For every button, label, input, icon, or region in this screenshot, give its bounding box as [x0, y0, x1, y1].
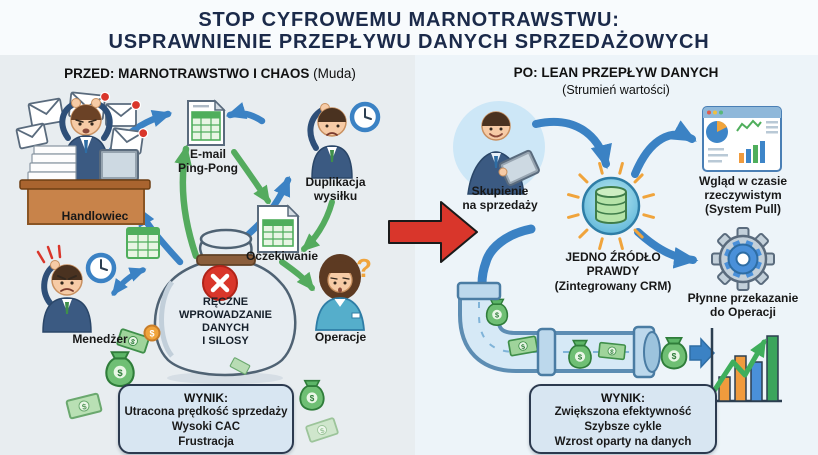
coin-icon: $ — [143, 324, 161, 342]
result-line: Wysoki CAC — [171, 421, 241, 433]
realtime-dashboard-icon — [702, 106, 782, 172]
manual-data-entry-sack-illustration — [153, 228, 297, 384]
label-focus: Skupienie na sprzedaży — [462, 184, 538, 212]
bar-chart-icon — [739, 141, 765, 163]
svg-text:$: $ — [610, 349, 615, 356]
section-header-before-bold: PRZED: MARNOTRAWSTWO I CHAOS — [64, 66, 310, 81]
money-bag-icon: $ — [568, 339, 592, 369]
section-header-before: PRZED: MARNOTRAWSTWO I CHAOS (Muda) — [10, 66, 410, 81]
svg-text:$: $ — [130, 337, 137, 347]
result-line: Utracona prędkość sprzedaży — [124, 406, 288, 418]
result-line: Wzrost oparty na danych — [554, 436, 692, 448]
section-header-after-bold: PO: LEAN PRZEPŁYW DANYCH — [513, 65, 719, 80]
section-header-after-note: (Strumień wartości) — [562, 83, 670, 97]
label-insight: Wgląd w czasie rzeczywistym (System Pull… — [698, 174, 788, 216]
money-bill-icon — [229, 357, 251, 375]
focused-salesperson-illustration — [453, 101, 545, 195]
section-header-before-note: (Muda) — [313, 66, 356, 81]
email-envelope-icon — [105, 99, 142, 127]
svg-text:$: $ — [117, 368, 123, 379]
svg-text:$: $ — [672, 351, 677, 361]
background-title-band — [0, 0, 818, 55]
money-bag-icon: $ — [105, 351, 135, 388]
paper-stack-icon — [27, 145, 77, 182]
title-line-2: USPRAWNIENIE PRZEPŁYWU DANYCH SPRZEDAŻOW… — [108, 31, 710, 53]
result-box-after-title: WYNIK: — [601, 391, 645, 405]
growth-chart-icon — [710, 328, 782, 403]
error-cross-badge — [202, 265, 238, 301]
label-manager: Menedżer — [72, 332, 128, 346]
clock-icon — [85, 252, 117, 284]
angry-manager-illustration — [36, 244, 117, 333]
label-handover: Płynne przekazanie do Operacji — [687, 291, 799, 319]
revenue-pipeline-illustration: $ $ $ $ — [456, 281, 716, 379]
line-chart-icon — [736, 119, 762, 132]
label-single-source: JEDNO ŹRÓDŁO PRAWDY — [565, 250, 661, 278]
svg-text:$: $ — [495, 310, 499, 319]
label-single-source-note: (Zintegrowany CRM) — [554, 279, 672, 293]
money-bill-icon: $ — [507, 335, 539, 357]
transition-arrow — [388, 201, 478, 263]
result-box-before-title: WYNIK: — [184, 391, 228, 405]
money-bag-icon: $ — [485, 298, 509, 326]
section-header-after: PO: LEAN PRZEPŁYW DANYCH — [430, 65, 802, 80]
title-line-1: STOP CYFROWEMU MARNOTRAWSTWU: — [198, 9, 620, 31]
result-line: Szybsze cykle — [584, 421, 662, 433]
desk-illustration — [19, 179, 151, 225]
money-bill-icon: $ — [597, 341, 627, 361]
svg-text:$: $ — [578, 353, 583, 362]
mini-spreadsheet-icon — [126, 227, 160, 259]
money-bag-icon: $ — [660, 336, 688, 370]
question-mark-icon: ? — [356, 253, 372, 283]
waiting-spreadsheet-icon — [257, 204, 300, 253]
crm-database-icon — [566, 161, 656, 251]
stressed-salesperson-illustration — [19, 98, 151, 225]
email-pingpong-spreadsheet-icon — [187, 99, 226, 146]
money-bill-icon: $ — [65, 392, 103, 420]
operations-gear-icon — [711, 227, 775, 291]
label-duplication: Duplikacja wysiłku — [305, 175, 366, 203]
svg-text:$: $ — [319, 426, 326, 436]
money-bill-icon: $ — [116, 328, 150, 354]
result-box-before: WYNIK: Utracona prędkość sprzedaży Wysok… — [118, 384, 294, 454]
email-envelope-icon — [15, 122, 49, 150]
money-bill-icon: $ — [305, 417, 339, 443]
result-box-after: WYNIK: Zwiększona efektywność Szybsze cy… — [529, 384, 717, 454]
money-bag-icon: $ — [299, 379, 325, 411]
label-sack: RĘCZNE WPROWADZANIE DANYCH I SILOSY — [179, 296, 272, 347]
result-line: Zwiększona efektywność — [554, 406, 692, 418]
label-salesperson: Handlowiec — [61, 209, 129, 223]
pipe-output-arrow — [689, 337, 716, 369]
operations-woman-illustration: ? — [315, 253, 372, 331]
svg-text:$: $ — [149, 329, 154, 339]
email-envelope-icon — [27, 97, 65, 128]
label-email-pingpong: E-mail Ping-Pong — [178, 147, 238, 175]
duplication-worker-illustration — [307, 101, 381, 179]
clock-icon — [349, 101, 381, 133]
wasted-money-icons: $ $ $ $ $ — [65, 324, 339, 443]
result-line: Frustracja — [178, 436, 234, 448]
svg-text:$: $ — [81, 402, 88, 412]
svg-text:$: $ — [521, 344, 526, 352]
label-operations: Operacje — [314, 330, 367, 344]
label-waiting: Oczekiwanie — [245, 249, 319, 263]
svg-text:$: $ — [310, 394, 315, 403]
